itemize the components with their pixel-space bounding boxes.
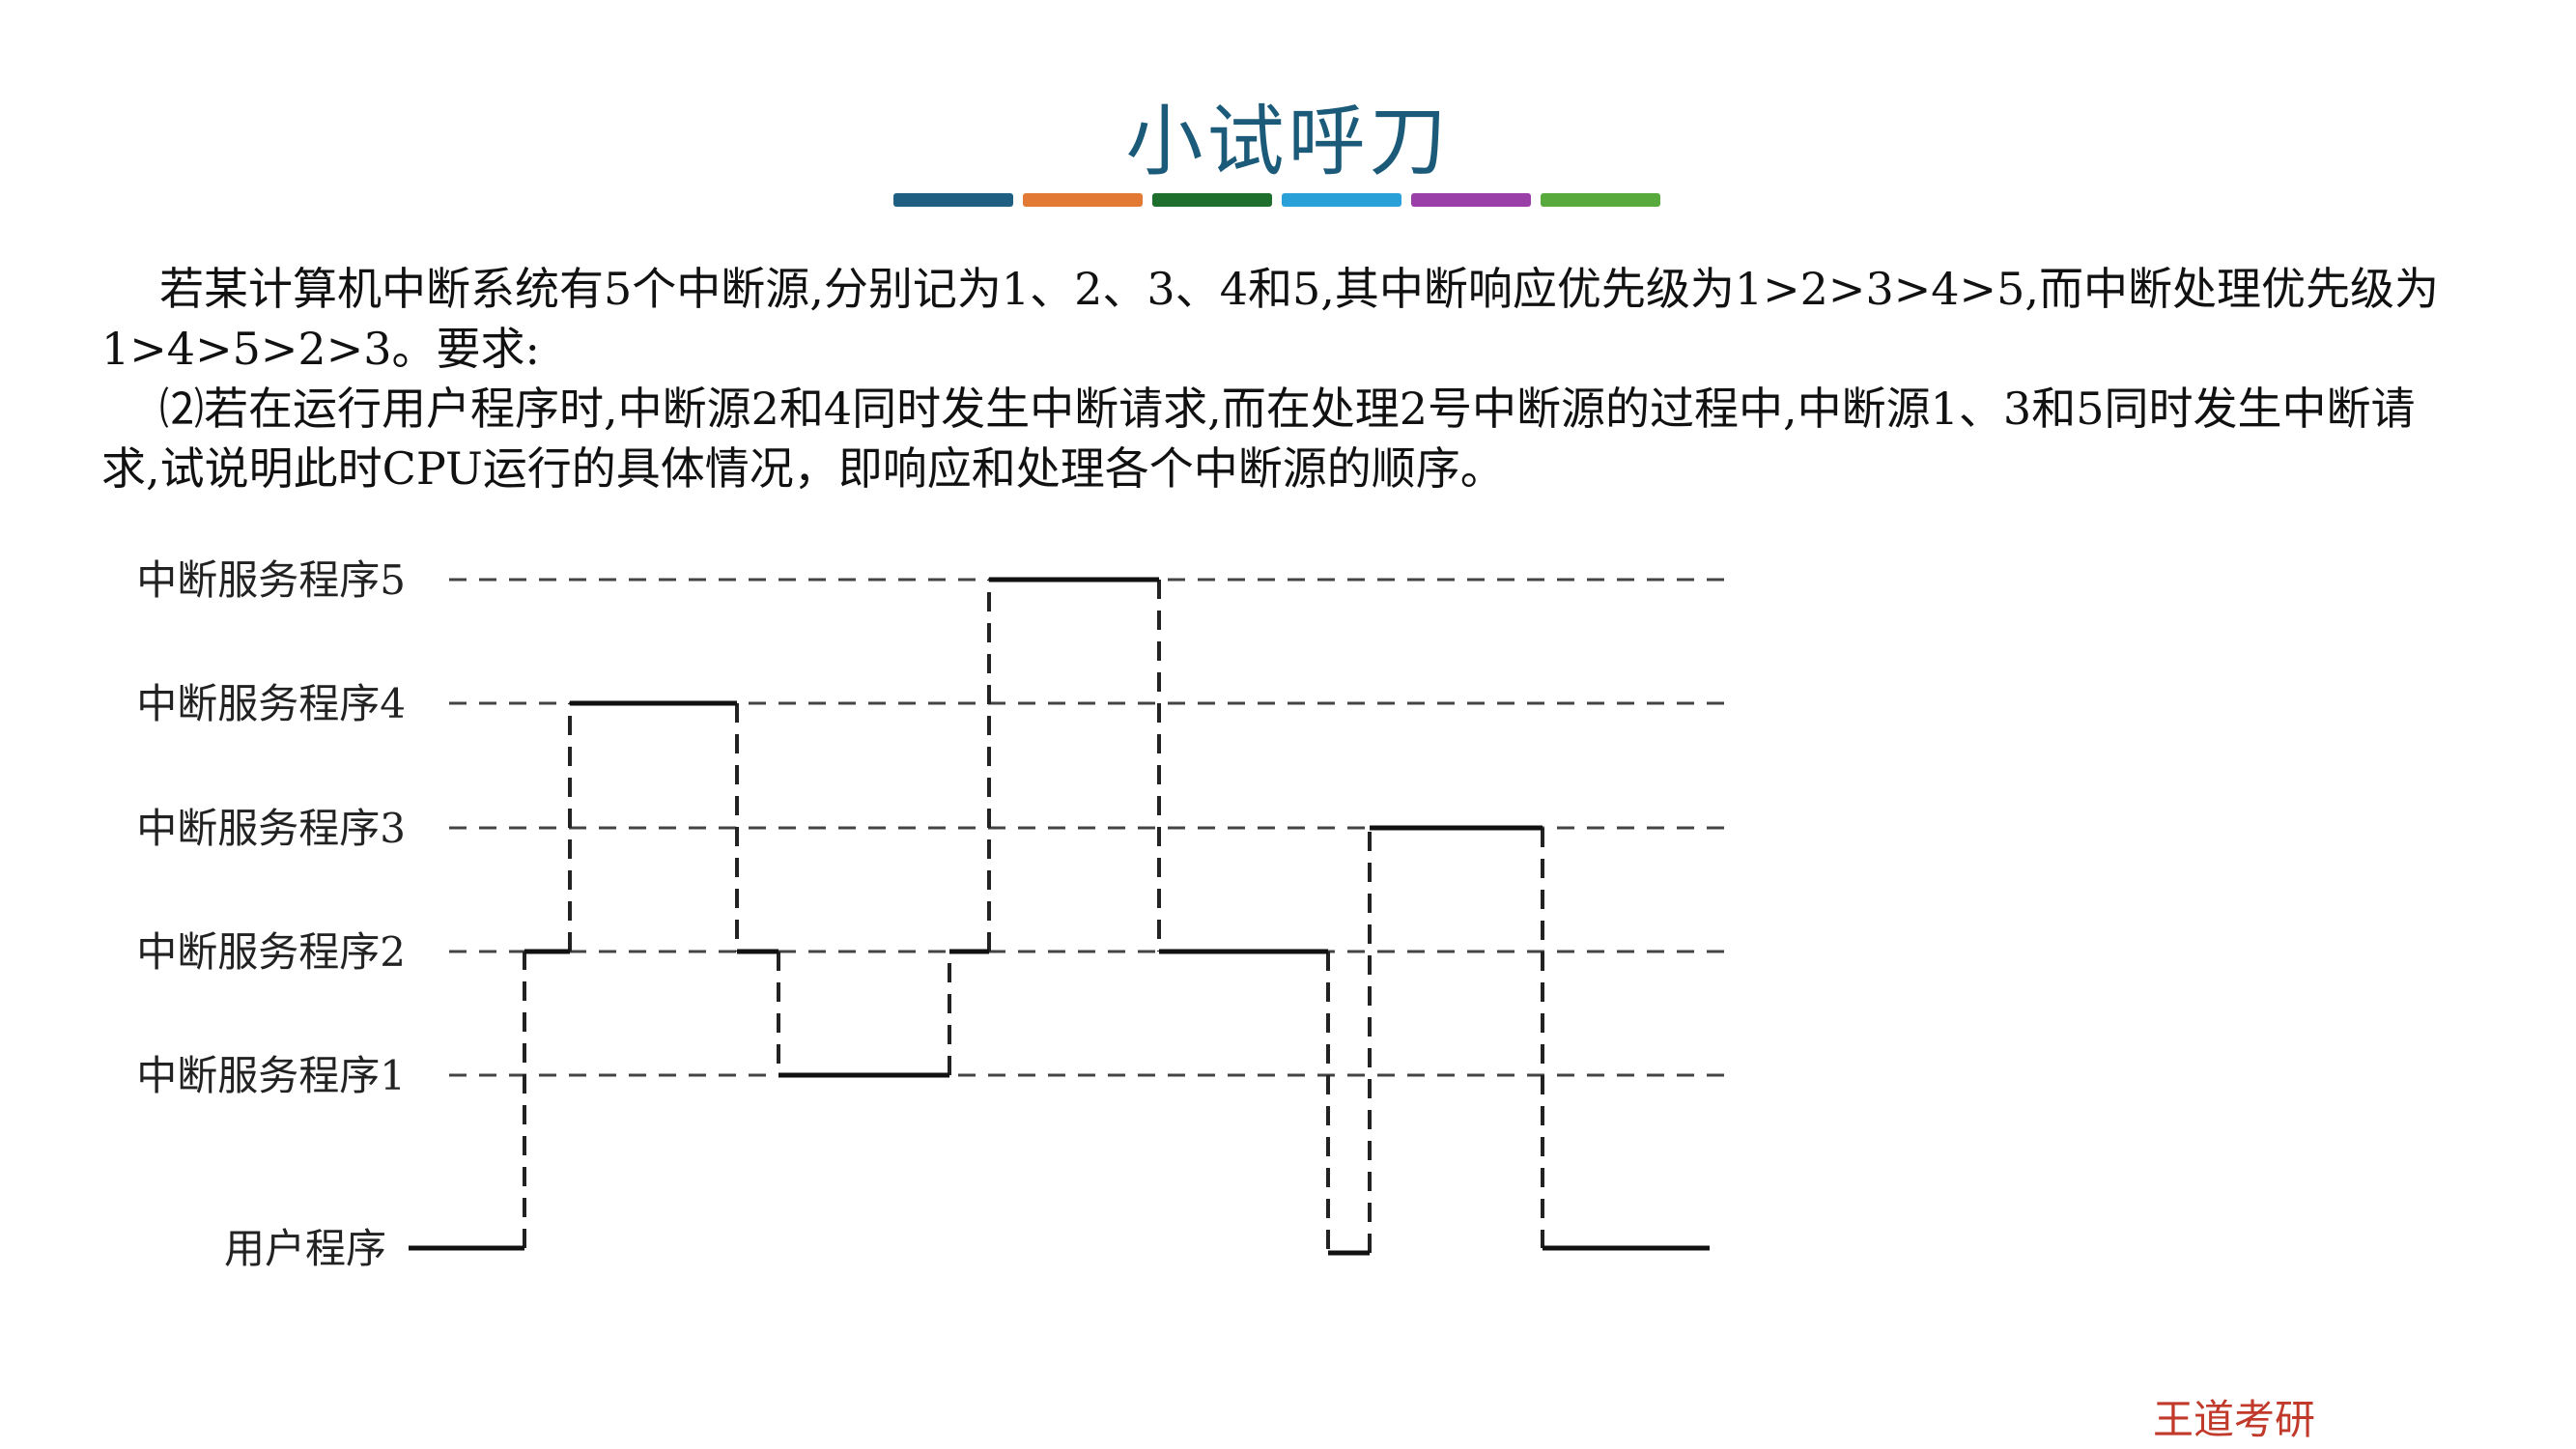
page-title: 小试呼刀 — [1125, 97, 1451, 186]
color-bar-segment-6 — [1541, 193, 1660, 207]
color-bar-segment-5 — [1411, 193, 1531, 207]
problem-paragraph-2: ⑵若在运行用户程序时,中断源2和4同时发生中断请求,而在处理2号中断源的过程中,… — [101, 383, 2416, 495]
color-bar-segment-2 — [1023, 193, 1143, 207]
color-bar-segment-3 — [1152, 193, 1272, 207]
level-label-user: 用户程序 — [224, 1225, 386, 1272]
transition-lines — [523, 580, 1544, 1253]
problem-paragraph-1: 若某计算机中断系统有5个中断源,分别记为1、2、3、4和5,其中断响应优先级为1… — [101, 263, 2439, 375]
level-label-1: 中断服务程序1 — [136, 1052, 406, 1099]
color-bar-segment-1 — [893, 193, 1013, 207]
problem-text: 若某计算机中断系统有5个中断源,分别记为1、2、3、4和5,其中断响应优先级为1… — [101, 259, 2439, 498]
title-color-bar — [893, 193, 1660, 207]
level-label-4: 中断服务程序4 — [136, 680, 406, 727]
color-bar-segment-4 — [1282, 193, 1401, 207]
footer-brand: 王道考研 — [2152, 1396, 2315, 1443]
execution-segments — [409, 577, 1710, 1256]
level-label-5: 中断服务程序5 — [136, 556, 406, 604]
level-label-3: 中断服务程序3 — [136, 805, 406, 852]
level-label-2: 中断服务程序2 — [136, 928, 406, 976]
